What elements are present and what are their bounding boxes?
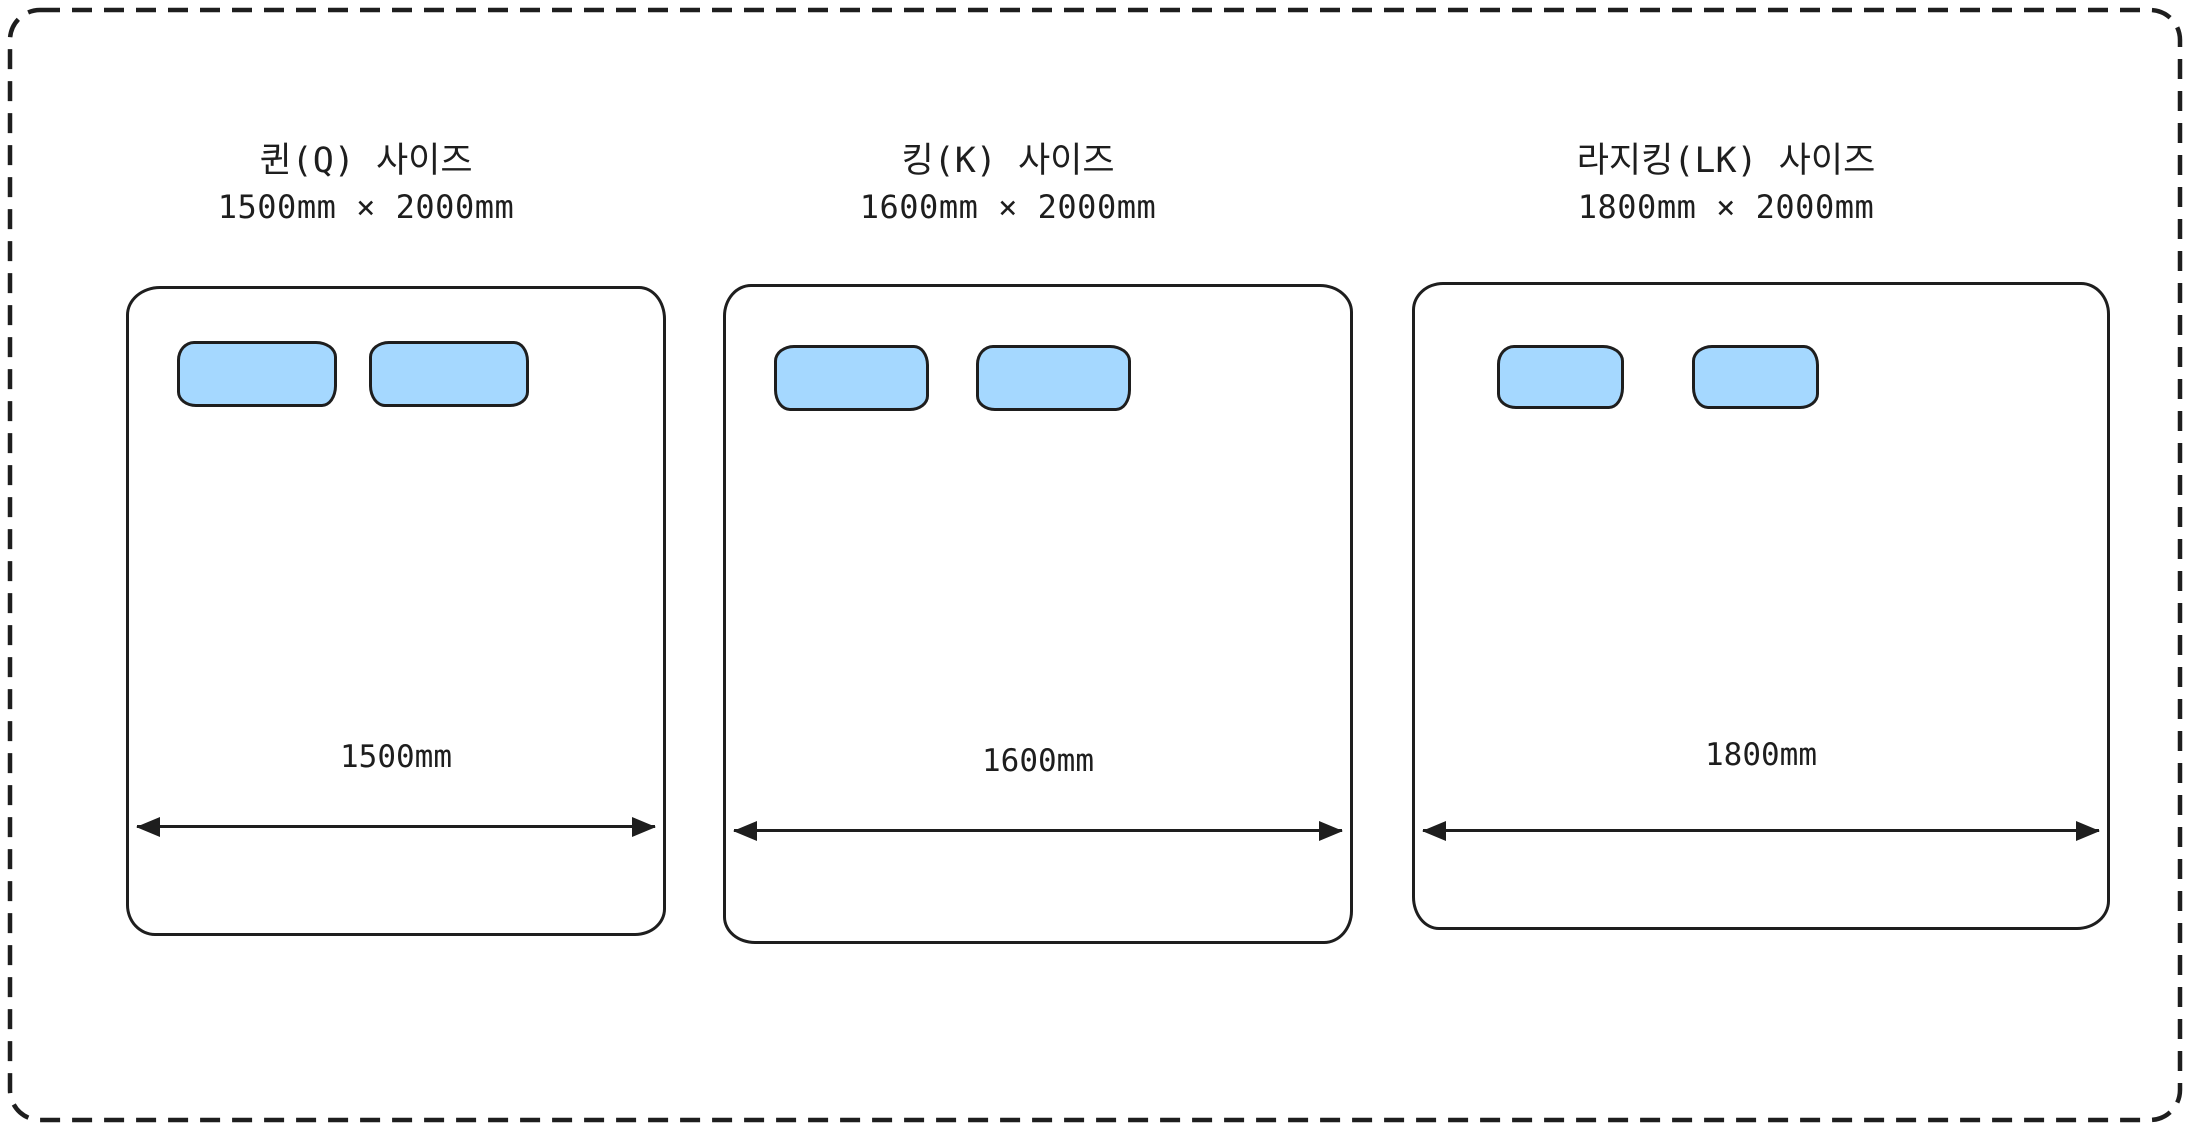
large-king-pillow-right bbox=[1692, 345, 1819, 409]
queen-bed-outline: 1500mm bbox=[126, 286, 666, 936]
queen-width-arrow bbox=[136, 816, 656, 837]
large-king-title-block: 라지킹(LK) 사이즈 1800mm × 2000mm bbox=[1377, 138, 2075, 230]
king-pillow-right bbox=[976, 345, 1131, 411]
king-bed-outline: 1600mm bbox=[723, 284, 1353, 944]
queen-dimensions: 1500mm × 2000mm bbox=[217, 188, 515, 226]
queen-title: 퀸(Q) 사이즈 bbox=[259, 141, 473, 181]
king-title: 킹(K) 사이즈 bbox=[901, 141, 1115, 181]
large-king-title: 라지킹(LK) 사이즈 bbox=[1576, 141, 1876, 181]
king-width-label: 1600mm bbox=[982, 743, 1094, 779]
king-dimensions: 1600mm × 2000mm bbox=[859, 188, 1157, 226]
king-title-block: 킹(K) 사이즈 1600mm × 2000mm bbox=[693, 138, 1323, 230]
king-width-arrow bbox=[733, 820, 1343, 841]
queen-title-block: 퀸(Q) 사이즈 1500mm × 2000mm bbox=[96, 138, 636, 230]
queen-width-label: 1500mm bbox=[340, 739, 452, 775]
large-king-dimensions: 1800mm × 2000mm bbox=[1577, 188, 1875, 226]
queen-pillow-right bbox=[369, 341, 529, 407]
large-king-bed-outline: 1800mm bbox=[1412, 282, 2110, 930]
king-pillow-left bbox=[774, 345, 929, 411]
large-king-pillow-left bbox=[1497, 345, 1624, 409]
large-king-width-label: 1800mm bbox=[1705, 737, 1817, 773]
large-king-width-arrow bbox=[1422, 820, 2100, 841]
queen-pillow-left bbox=[177, 341, 337, 407]
